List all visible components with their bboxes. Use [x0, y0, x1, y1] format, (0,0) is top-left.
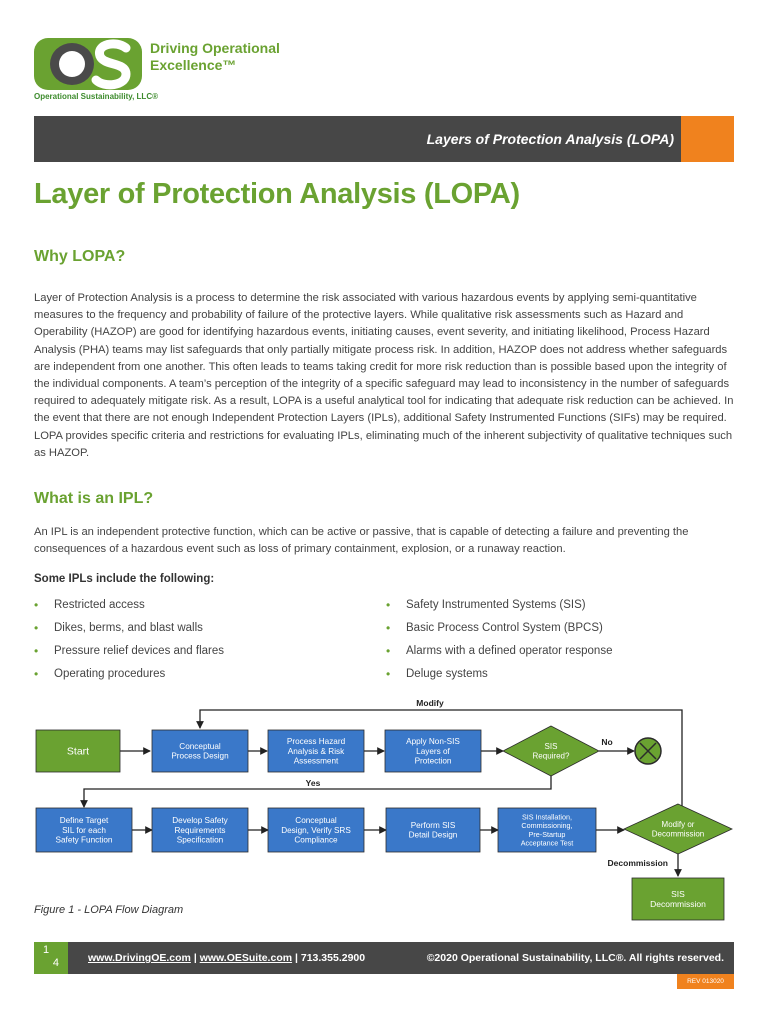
page-number: 1 4: [34, 944, 68, 970]
node-conceptual-design-srs: [267, 807, 365, 853]
node-conceptual-process-design: [151, 729, 249, 773]
paragraph-why: Layer of Protection Analysis is a proces…: [34, 292, 734, 459]
list-item: •Basic Process Control System (BPCS): [386, 621, 603, 635]
node-sis-decommission: [631, 877, 725, 921]
os-logo: OS: [34, 38, 142, 90]
list-item: •Operating procedures: [34, 667, 166, 681]
list-item: •Safety Instrumented Systems (SIS): [386, 598, 586, 612]
list-item: •Pressure relief devices and flares: [34, 644, 225, 658]
paragraph-ipl: An IPL is an independent protective func…: [34, 526, 689, 556]
tagline-line2: Excellence™: [150, 57, 237, 73]
brand-tagline: Driving Operational Excellence™: [150, 40, 350, 74]
revision-box: [677, 974, 734, 989]
label-yes: Yes: [306, 778, 321, 788]
copyright-text: ©2020 Operational Sustainability, LLC®. …: [426, 952, 724, 964]
header-title: Layers of Protection Analysis (LOPA): [426, 131, 674, 147]
node-sis-installation-label: SIS Installation,Commissioning,Pre-Start…: [521, 812, 574, 847]
header-band: [34, 116, 734, 162]
page-title: Layer of Protection Analysis (LOPA): [34, 178, 520, 210]
section-heading-why: Why LOPA?: [34, 248, 126, 265]
link-drivingoe[interactable]: www.DrivingOE.com: [88, 952, 191, 964]
list-item: •Alarms with a defined operator response: [386, 644, 613, 658]
decision-modify-decommission: [623, 803, 733, 855]
list-item: •Restricted access: [34, 598, 145, 612]
label-decommission: Decommission: [608, 858, 668, 868]
start-node: [35, 729, 121, 773]
page-current: 1: [43, 944, 50, 956]
bullet-icon: •: [34, 621, 39, 635]
bullet-icon: •: [34, 644, 39, 658]
node-apply-non-sis: [384, 729, 482, 773]
list-item: •Deluge systems: [386, 667, 488, 681]
company-name: Operational Sustainability, LLC®: [34, 92, 158, 101]
bullet-icon: •: [34, 667, 39, 681]
list-item: •Dikes, berms, and blast walls: [34, 621, 203, 635]
ipl-list-left: •Restricted access •Dikes, berms, and bl…: [34, 597, 334, 689]
link-oesuite[interactable]: www.OESuite.com: [199, 952, 293, 964]
bullet-icon: •: [34, 598, 39, 612]
tagline-line1: Driving Operational: [150, 40, 280, 56]
footer-links: www.DrivingOE.com | www.OESuite.com | 71…: [88, 952, 366, 964]
section-heading-ipl: What is an IPL?: [34, 490, 154, 507]
bullet-icon: •: [386, 598, 391, 612]
label-no: No: [601, 737, 612, 747]
page-total: 4: [52, 957, 59, 969]
footer-band: [34, 942, 734, 974]
phone-number: 713.355.2900: [300, 952, 366, 964]
flow-connector: [196, 709, 683, 820]
ipl-list-right: •Safety Instrumented Systems (SIS) •Basi…: [386, 597, 726, 689]
label-modify: Modify: [416, 698, 444, 708]
node-pha-risk-assessment: [267, 729, 365, 773]
bullet-icon: •: [386, 667, 391, 681]
page-number-box: [34, 942, 68, 974]
decision-sis-required: [502, 725, 600, 777]
terminator-x-mark: [639, 742, 657, 760]
node-develop-srs: [151, 807, 249, 853]
node-sis-installation: [497, 807, 597, 853]
header-accent: [681, 116, 734, 162]
flow-connector: [80, 774, 552, 808]
bullet-icon: •: [386, 621, 391, 635]
bullet-icon: •: [386, 644, 391, 658]
node-define-target-sil: [35, 807, 133, 853]
figure-caption: Figure 1 - LOPA Flow Diagram: [34, 904, 184, 916]
node-perform-sis-design: [385, 807, 481, 853]
ipl-list-heading: Some IPLs include the following:: [34, 573, 215, 585]
start-node-label: Start: [67, 746, 89, 758]
revision-text: REV 013020: [687, 978, 724, 985]
